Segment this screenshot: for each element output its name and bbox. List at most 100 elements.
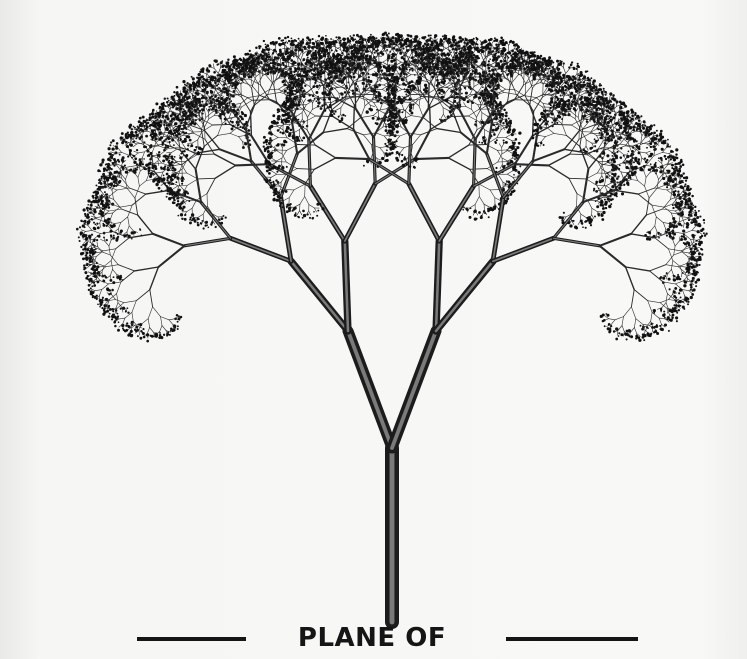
foliage-dot: [282, 70, 284, 72]
foliage-dot: [231, 121, 234, 124]
foliage-dot: [175, 108, 178, 111]
foliage-dot: [170, 328, 173, 331]
foliage-dot: [97, 226, 100, 229]
foliage-dot: [104, 191, 106, 193]
foliage-dot: [509, 126, 511, 128]
foliage-dot: [146, 334, 148, 336]
tree-branch: [118, 223, 120, 229]
tree-branch: [110, 269, 112, 275]
foliage-dot: [348, 39, 351, 42]
foliage-dot: [218, 74, 221, 77]
foliage-dot: [394, 134, 397, 137]
foliage-dot: [113, 321, 116, 324]
tree-branch: [154, 161, 158, 164]
foliage-dot: [276, 67, 278, 69]
tree-branch: [150, 267, 159, 290]
foliage-dot: [194, 149, 197, 152]
foliage-dot: [219, 113, 222, 116]
foliage-dot: [221, 217, 224, 220]
foliage-dot: [168, 197, 171, 200]
foliage-dot: [298, 119, 300, 121]
foliage-dot: [198, 147, 201, 150]
tree-branch: [339, 93, 340, 98]
tree-branch: [500, 165, 502, 169]
foliage-dot: [145, 122, 147, 124]
tree-branch: [150, 328, 154, 333]
tree-branch: [323, 110, 332, 133]
tree-branch: [162, 132, 168, 133]
foliage-dot: [173, 133, 175, 135]
foliage-dot: [118, 181, 121, 184]
foliage-dot: [173, 91, 175, 93]
foliage-dot: [461, 93, 463, 95]
foliage-dot: [151, 335, 154, 338]
foliage-dot: [165, 158, 168, 161]
foliage-dot: [146, 150, 149, 153]
foliage-dot: [136, 166, 138, 168]
foliage-dot: [513, 142, 516, 145]
tree-branch-highlight: [184, 238, 230, 246]
tree-branch: [384, 153, 385, 158]
tree-branch: [243, 142, 244, 147]
tree-branch: [213, 64, 214, 69]
foliage-dot: [128, 332, 131, 335]
foliage-dot: [198, 83, 201, 86]
foliage-dot: [495, 167, 497, 169]
foliage-dot: [188, 102, 190, 104]
tree-branch: [139, 330, 140, 335]
foliage-dot: [142, 328, 144, 330]
tree-branch: [187, 208, 193, 211]
foliage-dot: [106, 225, 108, 227]
tree-branch: [136, 290, 150, 301]
foliage-dot: [86, 207, 89, 210]
foliage-dot: [149, 162, 151, 164]
foliage-dot: [300, 71, 302, 73]
foliage-dot: [113, 276, 115, 278]
foliage-dot: [370, 34, 372, 36]
foliage-dot: [208, 106, 210, 108]
foliage-dot: [197, 224, 200, 227]
foliage-dot: [190, 217, 192, 219]
foliage-dot: [505, 120, 508, 123]
tree-branch-highlight: [291, 261, 348, 331]
foliage-dot: [197, 152, 200, 155]
tree-branch: [107, 276, 111, 279]
foliage-dot: [220, 61, 223, 64]
foliage-dot: [252, 58, 254, 60]
tree-branch: [124, 301, 136, 303]
foliage-dot: [253, 70, 255, 72]
foliage-dot: [173, 135, 175, 137]
foliage-dot: [219, 77, 221, 79]
foliage-dot: [298, 38, 300, 40]
tree-branch: [117, 282, 121, 294]
foliage-dot: [99, 210, 102, 213]
foliage-dot: [229, 102, 231, 104]
foliage-dot: [134, 157, 137, 160]
foliage-dot: [181, 128, 183, 130]
foliage-dot: [118, 321, 120, 323]
foliage-dot: [95, 193, 98, 196]
foliage-dot: [385, 75, 387, 77]
foliage-dot: [307, 57, 309, 59]
foliage-dot: [106, 239, 108, 241]
tree-branch: [182, 198, 188, 201]
foliage-dot: [102, 297, 104, 299]
foliage-dot: [104, 219, 107, 222]
foliage-dot: [237, 124, 239, 126]
foliage-dot: [193, 88, 196, 91]
tree-branch: [111, 213, 113, 219]
foliage-dot: [502, 122, 504, 124]
foliage-dot: [204, 225, 206, 227]
foliage-dot: [359, 38, 361, 40]
tree-branch: [132, 194, 146, 205]
tree-branch: [157, 172, 163, 173]
foliage-dot: [302, 68, 304, 70]
foliage-dot: [318, 44, 321, 47]
foliage-dot: [465, 92, 468, 95]
foliage-dot: [228, 78, 231, 81]
tree-branch: [142, 158, 143, 163]
foliage-dot: [107, 158, 110, 161]
foliage-dot: [295, 52, 297, 54]
tree-branch: [116, 300, 124, 303]
tree-branch: [110, 222, 114, 224]
